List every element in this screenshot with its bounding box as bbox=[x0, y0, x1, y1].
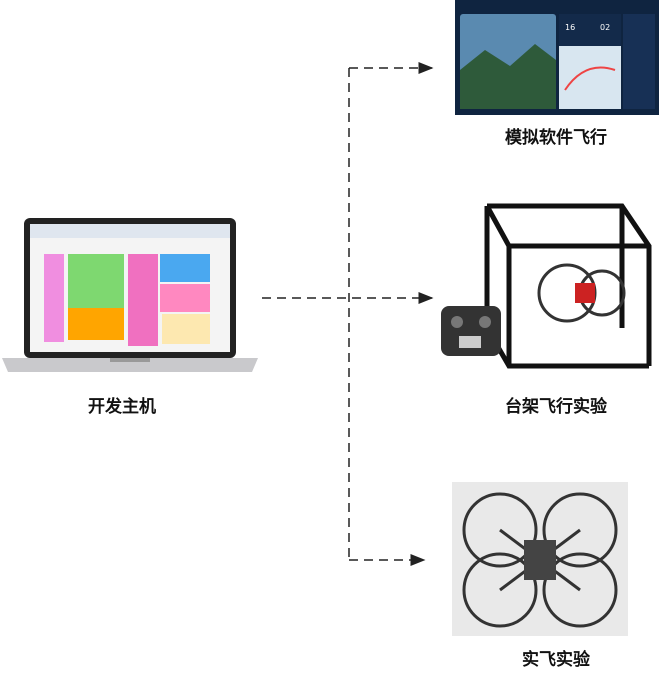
real-label: 实飞实验 bbox=[522, 650, 590, 670]
sim-value-1: 16 bbox=[565, 23, 575, 32]
bench-image bbox=[441, 203, 652, 369]
sim-value-2: 02 bbox=[600, 23, 610, 32]
sim-screenshot: 16 02 bbox=[455, 0, 659, 115]
laptop-image bbox=[2, 218, 258, 372]
bench-label: 台架飞行实验 bbox=[505, 397, 607, 417]
sim-label: 模拟软件飞行 bbox=[505, 128, 607, 148]
host-label: 开发主机 bbox=[88, 397, 156, 417]
real-drone-photo bbox=[452, 482, 628, 636]
